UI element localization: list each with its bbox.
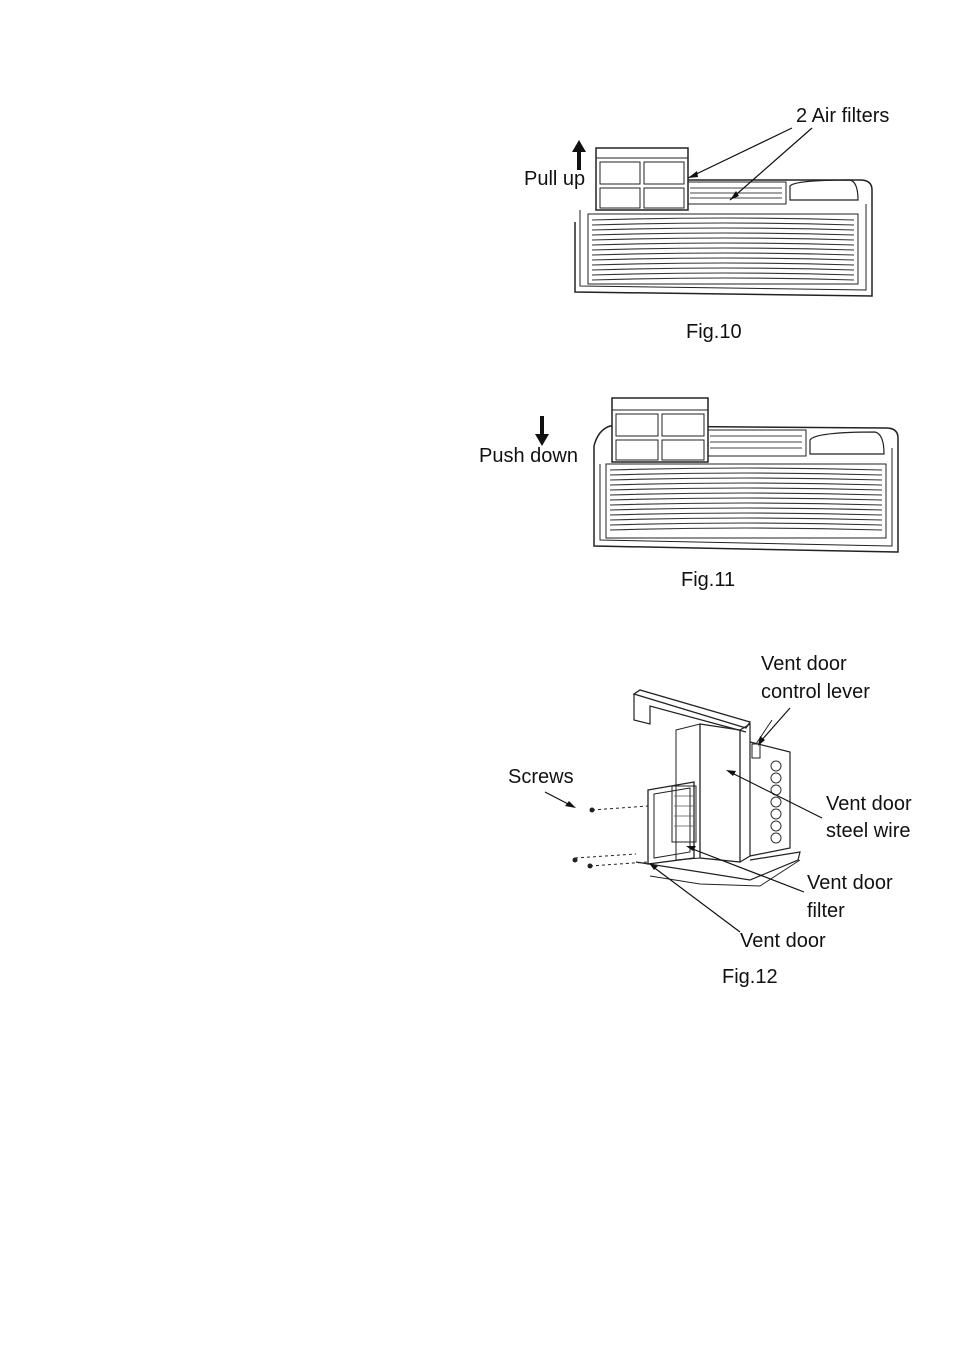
caption-fig11: Fig.11 bbox=[681, 569, 736, 591]
label-air-filters: 2 Air filters bbox=[796, 105, 890, 127]
label-vent-door-steel-wire-line2: steel wire bbox=[826, 820, 911, 842]
caption-fig10: Fig.10 bbox=[686, 321, 742, 343]
label-push-down: Push down bbox=[479, 445, 578, 467]
label-vent-door-control-lever-line2: control lever bbox=[761, 681, 870, 703]
label-pull-up: Pull up bbox=[524, 168, 586, 190]
label-vent-door-filter-line1: Vent door bbox=[807, 872, 893, 894]
label-vent-door-steel-wire-line1: Vent door bbox=[826, 793, 912, 815]
caption-fig12: Fig.12 bbox=[722, 966, 778, 988]
label-screws: Screws bbox=[508, 766, 574, 788]
label-vent-door-control-lever-line1: Vent door bbox=[761, 653, 847, 675]
label-vent-door: Vent door bbox=[740, 930, 826, 952]
label-vent-door-filter-line2: filter bbox=[807, 900, 845, 922]
